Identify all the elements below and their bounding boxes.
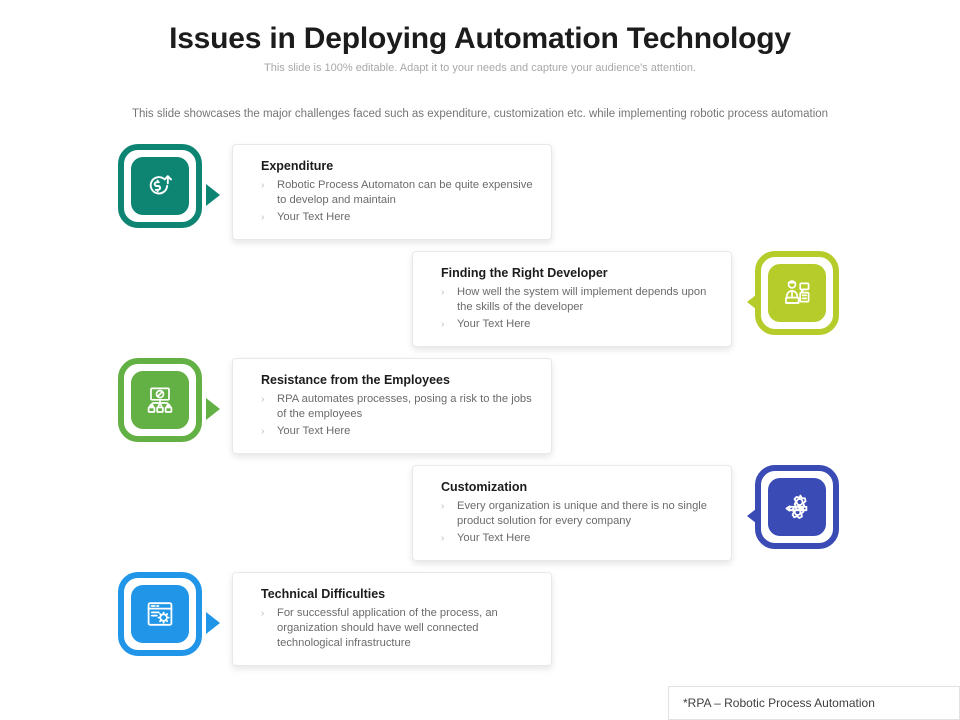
issue-bullet: › Every organization is unique and there …: [441, 499, 713, 529]
chevron-right-icon: ›: [441, 319, 445, 330]
issue-bullet: › Your Text Here: [261, 210, 533, 225]
issue-row: Resistance from the Employees › RPA automa…: [0, 358, 960, 454]
issue-bullet: › Your Text Here: [441, 531, 713, 546]
issue-row: Technical Difficulties › For successful ap…: [0, 572, 960, 668]
footnote-text: *RPA – Robotic Process Automation: [683, 696, 875, 710]
slide-title: Issues in Deploying Automation Technolog…: [169, 22, 791, 55]
slide-description: This slide showcases the major challenge…: [131, 108, 829, 120]
issue-bullet-text: Every organization is unique and there i…: [457, 500, 708, 527]
issue-row: Finding the Right Developer › How well the…: [0, 251, 960, 347]
issue-bullet: › How well the system will implement depe…: [441, 285, 713, 315]
issue-bullet-text: Your Text Here: [457, 318, 531, 330]
chevron-right-icon: ›: [441, 533, 445, 544]
gear-pencil-icon: [768, 478, 826, 536]
dollar-growth-icon: [131, 157, 189, 215]
issue-bullet-text: Your Text Here: [457, 532, 531, 544]
issue-card[interactable]: Technical Difficulties › For successful ap…: [232, 572, 552, 666]
issue-icon-badge[interactable]: [747, 251, 839, 335]
chevron-right-icon: ›: [261, 426, 265, 437]
chevron-right-icon: ›: [261, 608, 265, 619]
issue-card-title: Resistance from the Employees: [261, 373, 450, 387]
issue-card-title: Finding the Right Developer: [441, 266, 608, 280]
issue-icon-badge[interactable]: [118, 572, 220, 656]
issue-bullet-text: Your Text Here: [277, 425, 351, 437]
issue-icon-badge[interactable]: [118, 358, 220, 442]
callout-pointer: [206, 398, 220, 420]
issue-bullet: › Robotic Process Automaton can be quite …: [261, 178, 533, 208]
issue-card[interactable]: Expenditure › Robotic Process Automaton ca…: [232, 144, 552, 240]
issue-card-title: Expenditure: [261, 159, 334, 173]
issue-card[interactable]: Customization › Every organization is uniq…: [412, 465, 732, 561]
slide-subtitle: This slide is 100% editable. Adapt it to…: [264, 62, 696, 74]
issue-card-title: Technical Difficulties: [261, 587, 386, 601]
issue-card-title: Customization: [441, 480, 528, 494]
callout-pointer: [206, 184, 220, 206]
chevron-right-icon: ›: [441, 501, 445, 512]
issue-card[interactable]: Resistance from the Employees › RPA automa…: [232, 358, 552, 454]
issue-bullet-text: For successful application of the proces…: [277, 607, 498, 649]
issue-bullet: › For successful application of the proce…: [261, 606, 533, 651]
chevron-right-icon: ›: [441, 287, 445, 298]
callout-pointer: [206, 612, 220, 634]
issue-icon-badge[interactable]: [118, 144, 220, 228]
chevron-right-icon: ›: [261, 212, 265, 223]
issue-bullet: › RPA automates processes, posing a risk …: [261, 392, 533, 422]
chevron-right-icon: ›: [261, 394, 265, 405]
issue-bullet: › Your Text Here: [441, 317, 713, 332]
browser-gear-icon: [131, 585, 189, 643]
developer-support-icon: [768, 264, 826, 322]
issue-bullet-text: Robotic Process Automaton can be quite e…: [277, 179, 533, 206]
issue-row: Expenditure › Robotic Process Automaton ca…: [0, 144, 960, 240]
issue-icon-badge[interactable]: [747, 465, 839, 549]
issue-bullet-text: Your Text Here: [277, 211, 351, 223]
chevron-right-icon: ›: [261, 180, 265, 191]
issue-bullet-text: How well the system will implement depen…: [457, 286, 707, 313]
callout-pointer: [747, 505, 761, 527]
employee-resistance-icon: [131, 371, 189, 429]
issue-row: Customization › Every organization is uniq…: [0, 465, 960, 561]
issue-card[interactable]: Finding the Right Developer › How well the…: [412, 251, 732, 347]
issue-bullet-text: RPA automates processes, posing a risk t…: [277, 393, 532, 420]
callout-pointer: [747, 291, 761, 313]
issue-bullet: › Your Text Here: [261, 424, 533, 439]
footnote-rpa: *RPA – Robotic Process Automation: [668, 686, 960, 720]
